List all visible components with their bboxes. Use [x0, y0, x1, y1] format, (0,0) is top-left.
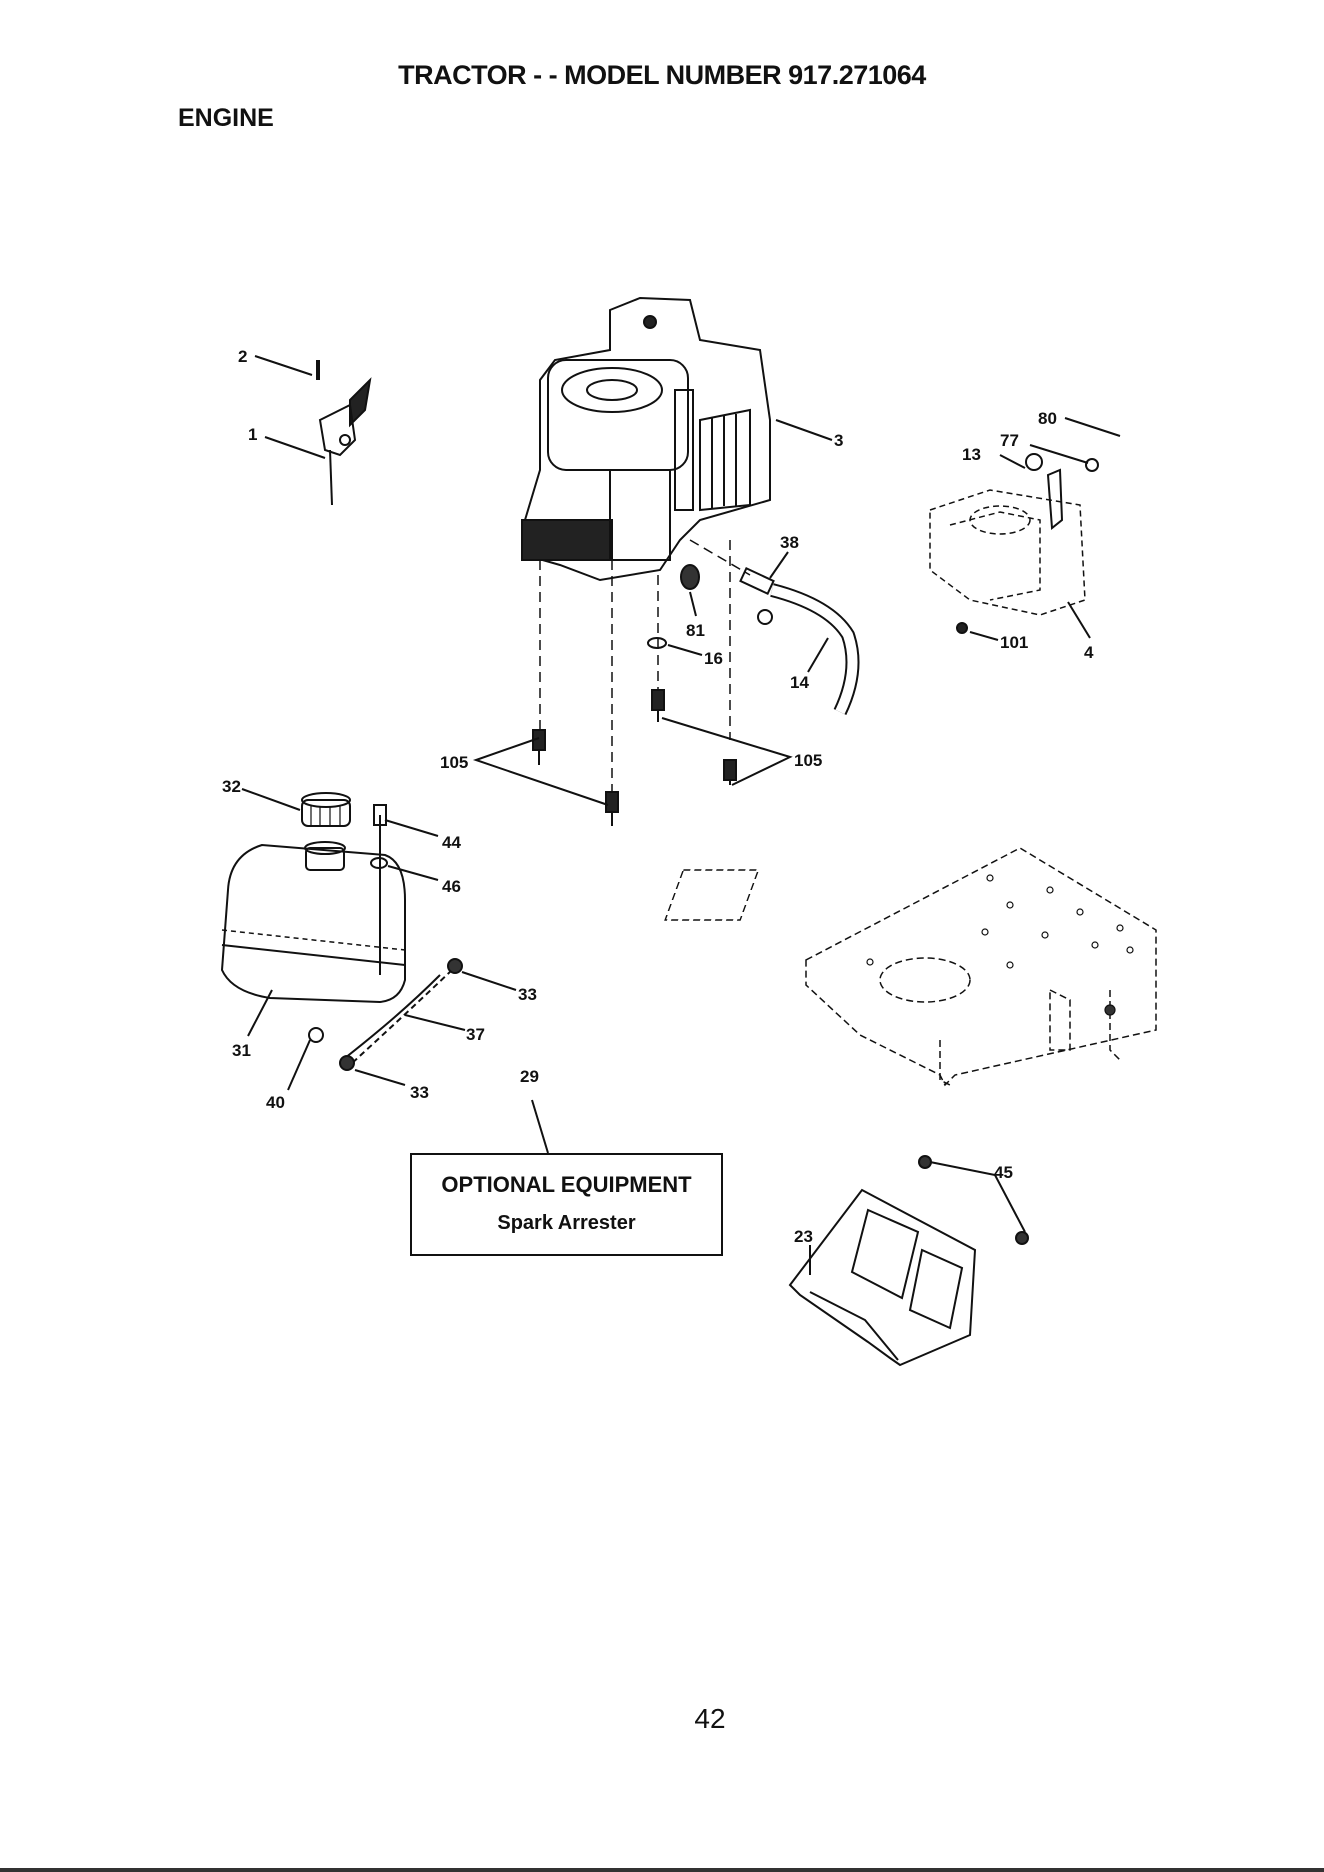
engine-illustration — [522, 298, 770, 580]
leader-line-2 — [255, 356, 312, 375]
bolt-105-illustrations — [533, 690, 736, 826]
leader-line-81 — [690, 592, 696, 616]
callout-45: 45 — [994, 1163, 1013, 1182]
callout-37: 37 — [466, 1025, 485, 1044]
leader-line-33-bottom — [355, 1070, 405, 1085]
leader-line-4 — [1068, 602, 1090, 638]
optional-equipment-title: OPTIONAL EQUIPMENT — [412, 1172, 721, 1198]
callout-23: 23 — [794, 1227, 813, 1246]
callout-46: 46 — [442, 877, 461, 896]
leader-line-29 — [532, 1100, 548, 1153]
leader-line-40 — [288, 1040, 310, 1090]
callout-31: 31 — [232, 1041, 251, 1060]
page-number: 42 — [0, 1703, 1324, 1735]
leader-lines-105 — [476, 718, 790, 805]
leader-line-80 — [1065, 418, 1120, 436]
throttle-control-illustration — [318, 360, 370, 505]
leader-line-3 — [776, 420, 832, 440]
chassis-holes — [867, 875, 1133, 1015]
leader-line-37 — [405, 1015, 465, 1030]
callout-105-left: 105 — [440, 753, 468, 772]
callout-14: 14 — [790, 673, 809, 692]
chassis-illustration — [665, 848, 1156, 1085]
leader-line-14 — [808, 638, 828, 672]
leader-line-1 — [265, 437, 325, 458]
callout-33-bottom: 33 — [410, 1083, 429, 1102]
callout-3: 3 — [834, 431, 843, 450]
fuel-hose-illustration — [340, 959, 462, 1070]
callout-77: 77 — [1000, 431, 1019, 450]
leader-line-46 — [388, 866, 438, 880]
optional-equipment-box: OPTIONAL EQUIPMENT Spark Arrester — [410, 1153, 723, 1256]
leader-line-32 — [242, 789, 300, 810]
callout-1: 1 — [248, 425, 257, 444]
leader-line-44 — [385, 820, 438, 836]
leader-line-33-top — [462, 972, 516, 990]
fuel-tank-illustration — [222, 793, 405, 1042]
callout-29: 29 — [520, 1067, 539, 1086]
optional-equipment-item: Spark Arrester — [412, 1212, 721, 1235]
callout-81: 81 — [686, 621, 705, 640]
callout-44: 44 — [442, 833, 461, 852]
air-cleaner-solid-parts — [957, 454, 1098, 633]
leader-line-16 — [668, 645, 702, 655]
callout-40: 40 — [266, 1093, 285, 1112]
callout-101: 101 — [1000, 633, 1028, 652]
bottom-edge — [0, 1868, 1324, 1872]
callout-16: 16 — [704, 649, 723, 668]
leader-line-77 — [1030, 445, 1088, 463]
callout-13: 13 — [962, 445, 981, 464]
leader-line-38 — [770, 552, 788, 578]
leader-line-13 — [1000, 455, 1025, 468]
callout-33-top: 33 — [518, 985, 537, 1004]
leader-line-101 — [970, 632, 998, 640]
callout-38: 38 — [780, 533, 799, 552]
guide-lines — [540, 540, 750, 800]
callout-4: 4 — [1084, 643, 1094, 662]
callout-105-right: 105 — [794, 751, 822, 770]
spark-arrester-illustration — [790, 1156, 1028, 1365]
callout-80: 80 — [1038, 409, 1057, 428]
callout-2: 2 — [238, 347, 247, 366]
callout-32: 32 — [222, 777, 241, 796]
